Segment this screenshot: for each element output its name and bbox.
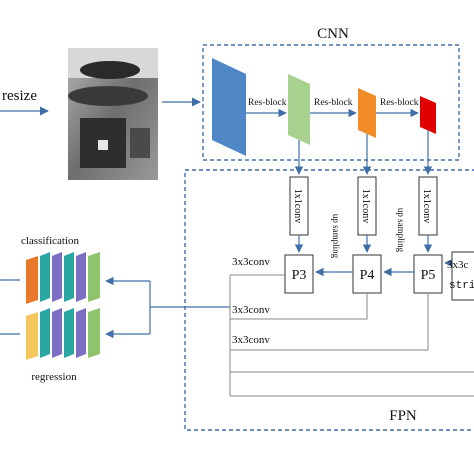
regression-head xyxy=(26,308,100,360)
p4-box xyxy=(352,254,382,294)
conv1x1-label-p4: 1x1conv xyxy=(360,189,371,223)
res-block-label-1: Res-block xyxy=(248,98,287,108)
output-lines xyxy=(229,274,474,397)
p6-stride-label: stri xyxy=(449,280,474,292)
conv3x3-label-2: 3x3conv xyxy=(232,304,270,316)
cnn-block-1 xyxy=(212,58,246,156)
up-sampling-label-2: up sampling xyxy=(396,208,406,253)
p3-box xyxy=(284,254,314,294)
resize-label: resize xyxy=(2,88,37,104)
res-block-label-3: Res-block xyxy=(380,98,419,108)
up-sampling-label-1: up sampling xyxy=(331,214,341,259)
conv1x1-label-p5: 1x1conv xyxy=(421,189,432,223)
cnn-block-4 xyxy=(420,96,436,134)
p5-label: P5 xyxy=(421,268,436,283)
conv3x3-label-3: 3x3conv xyxy=(232,334,270,346)
classification-head xyxy=(26,252,100,304)
fpn-box xyxy=(184,169,474,431)
p5-box xyxy=(413,254,443,294)
input-image xyxy=(68,48,158,180)
cnn-block-2 xyxy=(288,74,310,145)
regression-label: regression xyxy=(31,371,77,383)
res-block-label-2: Res-block xyxy=(314,98,353,108)
p6-partial-box xyxy=(451,251,474,301)
conv3x3-label-p3: 3x3conv xyxy=(232,256,270,268)
p6-conv-label: 3x3c xyxy=(447,259,469,271)
fpn-title: FPN xyxy=(389,408,417,424)
cnn-title: CNN xyxy=(317,26,349,42)
conv1x1-label-p3: 1x1conv xyxy=(292,189,303,223)
classification-label: classification xyxy=(21,235,80,247)
p4-label: P4 xyxy=(360,268,375,283)
cnn-box xyxy=(202,44,460,161)
p3-label: P3 xyxy=(292,268,307,283)
cnn-block-3 xyxy=(358,88,376,138)
